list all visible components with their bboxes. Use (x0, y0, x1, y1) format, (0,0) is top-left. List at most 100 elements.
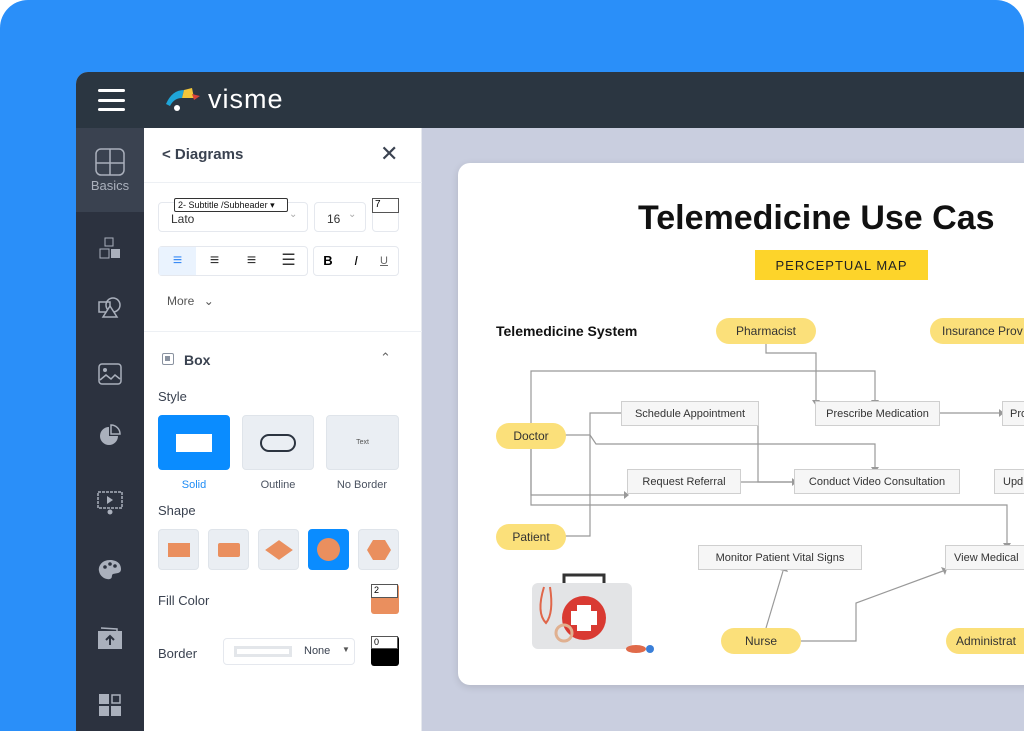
logo-text: visme (208, 84, 284, 114)
font-size-value: 16 (327, 212, 341, 226)
border-color-swatch[interactable]: 0 (371, 636, 399, 666)
collapse-icon[interactable]: ⌃ (380, 350, 391, 365)
actor-pharmacist[interactable]: Pharmacist (716, 318, 816, 344)
menu-icon[interactable] (98, 89, 125, 111)
rounded-rectangle-icon (217, 542, 240, 557)
shapes-icon (98, 297, 121, 318)
image-icon (98, 363, 122, 385)
media-icon (97, 491, 123, 515)
use-case-schedule-appointment[interactable]: Schedule Appointment (621, 401, 759, 426)
upload-icon (98, 627, 122, 649)
use-case-update[interactable]: Upd (994, 469, 1024, 494)
actor-administrator[interactable]: Administrat (946, 628, 1024, 654)
shape-rectangle[interactable] (158, 529, 199, 570)
close-icon[interactable]: ✕ (380, 141, 399, 166)
style-solid[interactable] (158, 415, 230, 470)
shape-diamond[interactable] (258, 529, 299, 570)
outline-label: Outline (260, 479, 296, 491)
diamond-icon (264, 539, 293, 560)
sidebar-item-images[interactable] (76, 363, 144, 385)
text-blocks-icon (99, 237, 120, 259)
dropdown-arrow-icon: ▼ (342, 645, 350, 654)
sidebar-item-charts[interactable] (76, 423, 144, 447)
diagram-subtitle[interactable]: PERCEPTUAL MAP (755, 250, 928, 280)
more-label: More (167, 294, 195, 308)
border-style-value: None (304, 645, 331, 657)
more-button[interactable]: More ⌄ (167, 294, 214, 308)
use-case-request-referral[interactable]: Request Referral (627, 469, 741, 494)
sidebar: Basics (76, 128, 144, 731)
alignment-group: ≡ ≡ ≡ ☰ (158, 246, 308, 276)
style-outline[interactable] (242, 415, 314, 470)
line-spacing-input[interactable]: 7 (372, 198, 399, 213)
align-right-icon[interactable]: ≡ (246, 252, 257, 269)
sidebar-item-text[interactable] (76, 236, 144, 262)
actor-patient[interactable]: Patient (496, 524, 566, 550)
apps-icon (99, 694, 121, 716)
circle-icon (317, 538, 340, 561)
section-title: Box (184, 352, 211, 368)
use-case-monitor-vitals[interactable]: Monitor Patient Vital Signs (698, 545, 862, 570)
hexagon-icon (366, 539, 391, 560)
use-case-prescribe-medication[interactable]: Prescribe Medication (815, 401, 940, 426)
system-label[interactable]: Telemedicine System (496, 323, 638, 339)
chevron-down-icon: ⌄ (203, 294, 214, 308)
sidebar-item-shapes[interactable] (76, 296, 144, 320)
logo-mark-icon (166, 87, 200, 111)
shape-circle[interactable] (308, 529, 349, 570)
box-icon (162, 353, 174, 365)
chevron-down-icon: ⌄ (289, 209, 298, 220)
properties-panel: < Diagrams ✕ Lato ⌄ 2- Subtitle /Subhead… (144, 128, 422, 731)
italic-icon[interactable]: I (354, 253, 358, 268)
sidebar-item-apps[interactable] (76, 693, 144, 717)
sidebar-item-themes[interactable] (76, 558, 144, 582)
solid-preview (176, 433, 212, 452)
format-group: B I U (313, 246, 399, 276)
top-bar: visme (76, 72, 1024, 128)
align-left-icon[interactable]: ≡ (159, 247, 196, 275)
outline-preview (260, 433, 296, 452)
layout-icon (95, 148, 125, 176)
underline-icon[interactable]: U (380, 255, 388, 267)
style-no-border[interactable]: Text (326, 415, 399, 470)
shape-rounded-rectangle[interactable] (208, 529, 249, 570)
bold-icon[interactable]: B (323, 253, 333, 268)
back-to-diagrams[interactable]: < Diagrams (162, 146, 244, 163)
sidebar-item-uploads[interactable] (76, 626, 144, 650)
shape-hexagon[interactable] (358, 529, 399, 570)
sidebar-item-basics[interactable]: Basics (76, 128, 144, 212)
actor-insurance-provider[interactable]: Insurance Prov (930, 318, 1024, 344)
border-width-input[interactable]: 0 (371, 636, 398, 649)
fill-color-swatch[interactable]: 2 (371, 584, 399, 614)
logo: visme (164, 84, 284, 115)
font-value: Lato (171, 212, 195, 226)
diagram-title[interactable]: Telemedicine Use Cas (638, 199, 995, 237)
diagram-canvas[interactable]: Telemedicine Use Cas PERCEPTUAL MAP Tele… (458, 163, 1024, 685)
justify-icon[interactable]: ☰ (281, 252, 296, 269)
actor-doctor[interactable]: Doctor (496, 423, 566, 449)
palette-icon (98, 560, 121, 580)
sidebar-item-label: Basics (90, 178, 130, 193)
border-label: Border (158, 646, 198, 661)
shape-label: Shape (158, 503, 196, 518)
font-size-select[interactable]: 16 ⌄ (314, 202, 366, 232)
sidebar-item-media[interactable] (76, 490, 144, 516)
app-window: visme Basics < Diagrams ✕ Lato ⌄ 2- Subt… (76, 72, 1024, 731)
no-border-label: No Border (336, 479, 388, 491)
rectangle-icon (167, 542, 190, 557)
solid-label: Solid (181, 479, 207, 491)
chevron-down-icon: ⌄ (348, 209, 357, 220)
fill-opacity-input[interactable]: 2 (371, 584, 398, 598)
style-label: Style (158, 389, 187, 404)
chart-icon (100, 424, 121, 445)
text-style-select[interactable]: 2- Subtitle /Subheader ▾ (174, 198, 288, 212)
medical-kit-image (532, 573, 654, 653)
align-center-icon[interactable]: ≡ (209, 252, 220, 269)
text-style-value: 2- Subtitle /Subheader (178, 200, 268, 210)
border-style-select[interactable]: None ▼ (223, 638, 355, 665)
actor-nurse[interactable]: Nurse (721, 628, 801, 654)
use-case-video-consultation[interactable]: Conduct Video Consultation (794, 469, 960, 494)
use-case-process[interactable]: Pro (1002, 401, 1024, 426)
use-case-view-medical-records[interactable]: View Medical (945, 545, 1024, 570)
fill-color-label: Fill Color (158, 593, 210, 608)
